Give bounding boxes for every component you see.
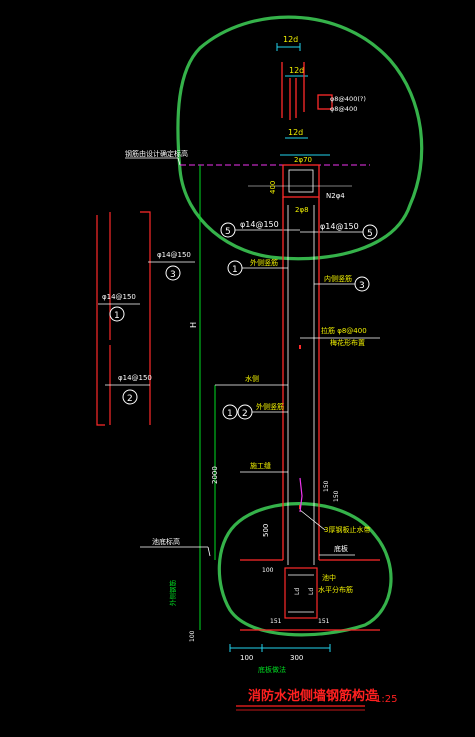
dim-100c: 100 [189, 630, 196, 642]
dim-151a: 151 [270, 618, 282, 625]
highlight-circle-top [176, 15, 424, 261]
label-inner: 内侧竖筋 [324, 274, 352, 283]
dim-12d-a: 12d [283, 35, 298, 44]
label-1-2: 1 2 外侧竖筋 [222, 402, 288, 420]
bar-5-left-label: φ14@150 [240, 220, 279, 229]
top-rebar-hooks [281, 62, 333, 120]
legend-bar-3: φ14@150 [157, 251, 191, 259]
dim-100b: 100 [240, 654, 253, 662]
svg-text:施工缝: 施工缝 [250, 461, 271, 470]
label-outer: 外侧竖筋 [250, 258, 278, 267]
label-bottom-note: 水平分布筋 [318, 585, 353, 594]
label-water: 水侧 [215, 374, 288, 386]
label-outer2: 外侧竖筋 [256, 402, 284, 411]
label-3: 3 内侧竖筋 [314, 274, 370, 292]
dim-12d-b: 12d [289, 66, 304, 75]
svg-text:拉筋 φ8@400: 拉筋 φ8@400 [321, 326, 367, 335]
dim-100: 100 [262, 567, 274, 574]
bottom-dim-chain: 100 300 100 底板做法 [189, 630, 331, 674]
dim-H: H [189, 322, 198, 328]
svg-text:2: 2 [242, 409, 248, 419]
label-side: 外侧钢筋 [168, 580, 177, 607]
waterstop [299, 477, 303, 513]
legend-bar-2: φ14@150 [118, 374, 152, 382]
dim-L-left: Ld [294, 588, 301, 595]
svg-text:水侧: 水侧 [245, 374, 259, 383]
label-stopper: 3厚钢板止水带 [299, 509, 370, 534]
tie-dots [299, 345, 301, 509]
label-tie: 拉筋 φ8@400 梅花形布置 [300, 326, 380, 347]
cap-beam: 400 2φ8 N2φ4 [248, 164, 352, 214]
dim-2d70: 2φ70 [294, 156, 312, 164]
dim-n2: N2φ4 [326, 192, 345, 200]
svg-text:1: 1 [114, 311, 120, 321]
label-ground: 池中 [322, 573, 336, 582]
svg-text:1: 1 [232, 265, 238, 275]
bar-5-right-label: φ14@150 [320, 222, 359, 231]
svg-text:3厚钢板止水带: 3厚钢板止水带 [324, 525, 370, 534]
label-base: 底板做法 [258, 665, 286, 674]
dim-150b: 150 [333, 490, 340, 502]
dim-400: 400 [269, 181, 277, 194]
label-1: 1 外侧竖筋 [227, 258, 288, 276]
svg-text:3: 3 [170, 270, 176, 280]
legend: φ14@150 3 φ14@150 1 φ14@150 2 [96, 211, 195, 426]
left-note: 钢筋由设计确定标高 [125, 149, 188, 158]
dim-150a: 150 [323, 480, 330, 492]
dim-2d8: 2φ8 [295, 206, 309, 214]
label-joint: 施工缝 [240, 461, 288, 473]
highlight-circle-bottom [217, 502, 393, 637]
dim-500: 500 [262, 524, 270, 537]
dim-L-right: Ld [308, 588, 315, 595]
label-bottom-right: 底板 [334, 544, 348, 553]
drawing-title: 消防水池侧墙钢筋构造 [248, 688, 379, 704]
dim-12d-c: 12d [288, 128, 303, 137]
bar-5-left: 5 φ14@150 [220, 220, 300, 238]
svg-text:2: 2 [127, 394, 133, 404]
svg-text:5: 5 [225, 227, 231, 237]
dim-300: 300 [290, 654, 303, 662]
label-bottom-left: 池底标高 [152, 537, 180, 546]
rebar-note-1: φ8@400(?) [330, 95, 366, 103]
dim-151b: 151 [318, 618, 330, 625]
svg-text:梅花形布置: 梅花形布置 [330, 338, 365, 347]
bar-5-right: 5 φ14@150 [300, 222, 378, 240]
dim-2000: 2000 [211, 466, 219, 484]
svg-text:3: 3 [359, 281, 365, 291]
base-slab: 100 Ld Ld 151 151 [262, 567, 330, 625]
legend-bar-1: φ14@150 [102, 293, 136, 301]
drawing-scale: 1:25 [375, 694, 397, 705]
svg-text:5: 5 [367, 229, 373, 239]
rebar-note-2: φ8@400 [330, 105, 357, 113]
svg-text:1: 1 [227, 409, 233, 419]
